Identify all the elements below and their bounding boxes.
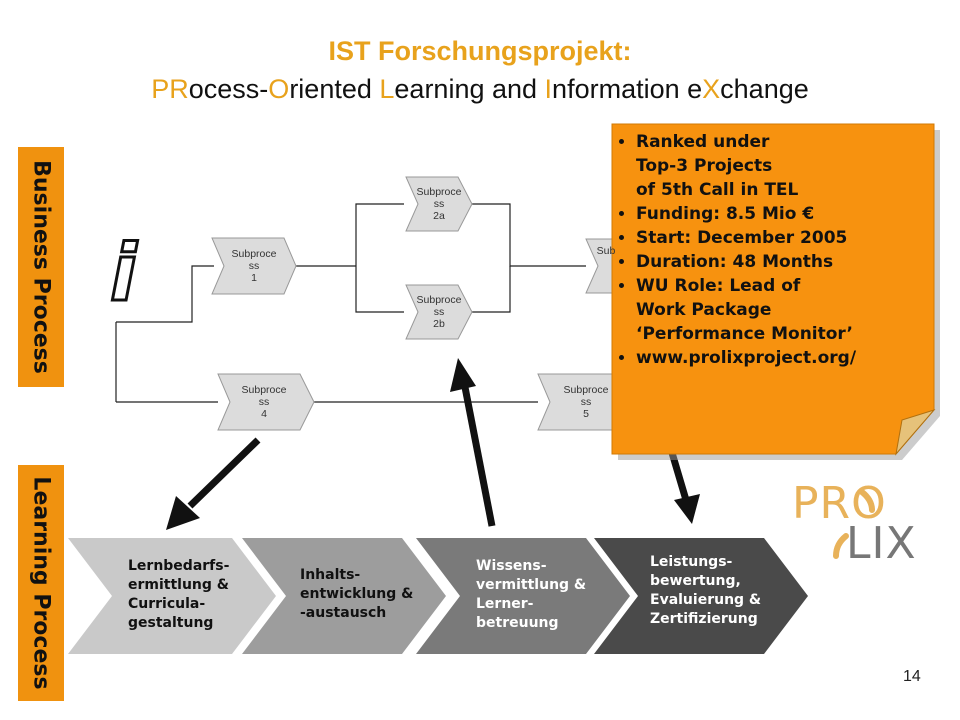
subprocess-5: Subproce ss 5 (563, 384, 609, 420)
callout-item-duration: Duration: 48 Months (636, 250, 936, 274)
callout-item-ranking: Ranked under Top-3 Projects of 5th Call … (636, 130, 936, 202)
subprocess-3: Sub (596, 245, 616, 257)
stage-2-label: Inhalts- entwicklung & -austausch (300, 567, 414, 621)
slide-subtitle: PRocess-Oriented Learning and Informatio… (151, 74, 809, 104)
arrow-to-stage-4 (666, 445, 690, 501)
slide-title: IST Forschungsprojekt: (328, 36, 632, 66)
arrow-to-stage-1 (187, 437, 261, 509)
callout-item-funding: Funding: 8.5 Mio € (636, 202, 936, 226)
stage-4-label: Leistungs- bewertung, Evaluierung & Zert… (650, 554, 762, 627)
subprocess-1: Subproce ss 1 (231, 248, 277, 284)
stage-3-label: Wissens- vermittlung & Lerner- betreuung (476, 558, 587, 631)
svg-text:i: i (110, 229, 138, 319)
project-facts-callout: Ranked under Top-3 Projects of 5th Call … (612, 124, 934, 454)
subprocess-4: Subproce ss 4 (241, 384, 287, 420)
business-process-label: Business Process (18, 147, 64, 387)
callout-item-role: WU Role: Lead of Work Package ‘Performan… (636, 274, 936, 346)
callout-item-start: Start: December 2005 (636, 226, 936, 250)
arrow-from-stage-3 (460, 381, 496, 527)
info-i-icon: i (109, 228, 140, 321)
stage-1-label: Lernbedarfs- ermittlung & Curricula- ges… (128, 558, 230, 631)
learning-process-label: Learning Process (18, 465, 64, 701)
subprocess-2b: Subproce ss 2b (416, 294, 462, 330)
callout-item-website[interactable]: www.prolixproject.org/ (636, 346, 936, 370)
page-number: 14 (903, 668, 921, 685)
subprocess-2a: Subproce ss 2a (416, 186, 462, 222)
